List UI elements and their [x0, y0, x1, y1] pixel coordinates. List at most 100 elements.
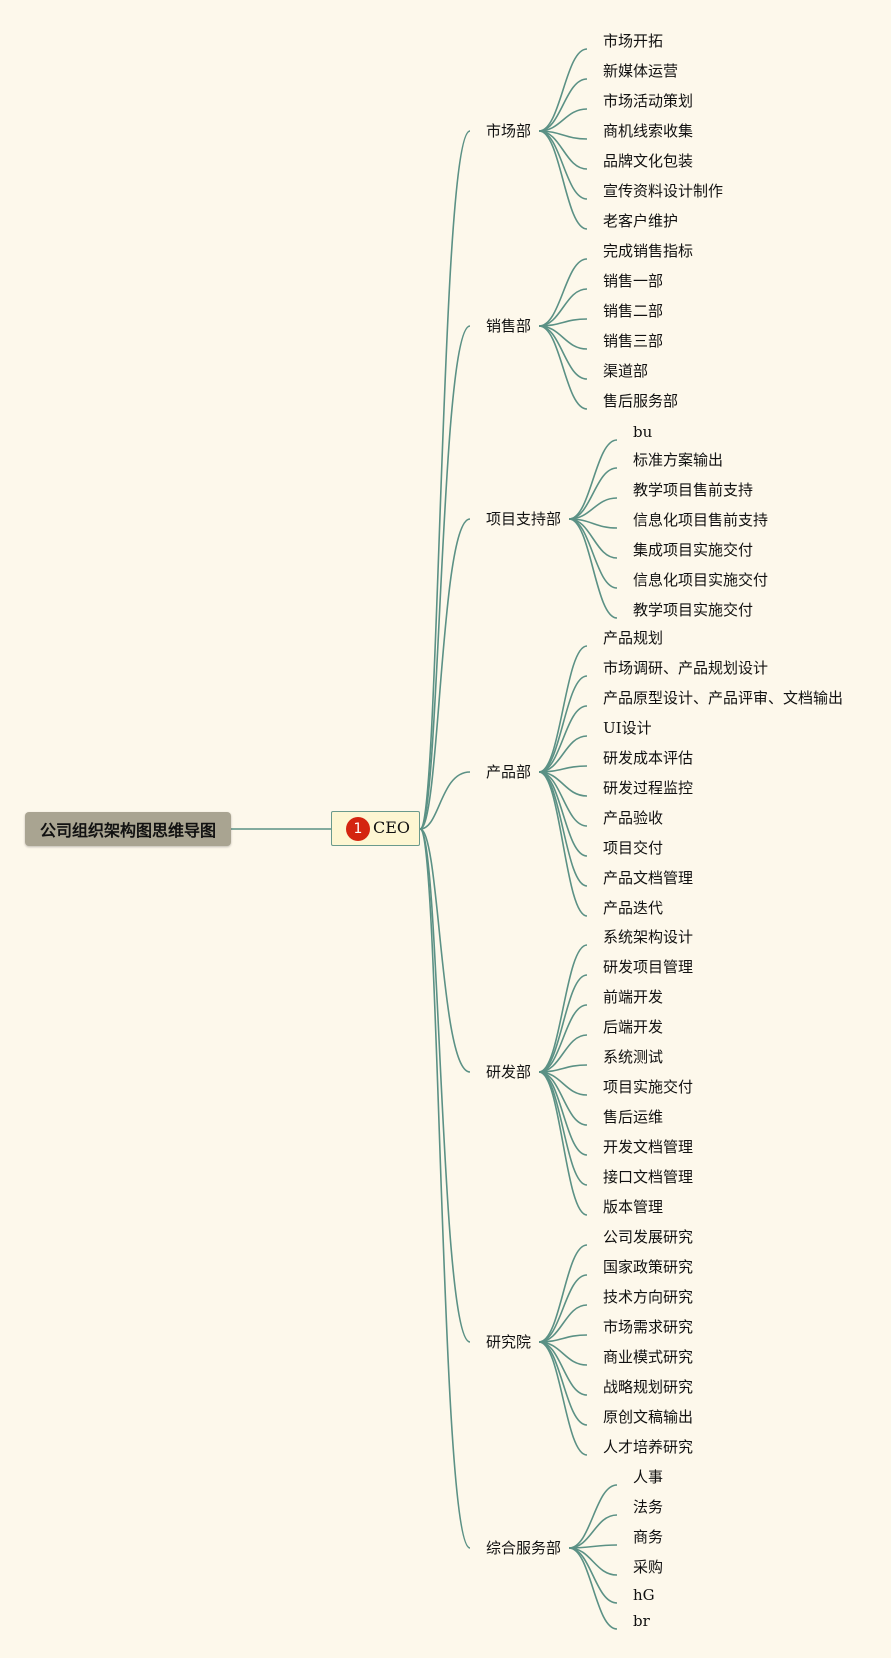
topic-node[interactable]: 战略规划研究 [603, 1378, 694, 1396]
topic-node[interactable]: 技术方向研究 [603, 1288, 694, 1306]
ceo-dept-link [419, 130, 471, 830]
ceo-label: CEO [373, 817, 411, 837]
dept-child-link [538, 130, 588, 230]
topic-node[interactable]: 标准方案输出 [633, 451, 724, 469]
root-topic-label: 公司组织架构图思维导图 [39, 821, 216, 840]
topic-node[interactable]: 接口文档管理 [603, 1168, 694, 1186]
dept-child-link [538, 771, 588, 887]
department-node[interactable]: 销售部 [486, 317, 532, 335]
dept-child-link [568, 518, 618, 619]
topic-node[interactable]: 产品规划 [603, 629, 664, 647]
topic-node[interactable]: 原创文稿输出 [603, 1408, 694, 1426]
dept-child-link [538, 944, 588, 1073]
dept-child-link [538, 675, 588, 773]
topic-node[interactable]: 市场需求研究 [603, 1318, 694, 1336]
topic-node[interactable]: 项目实施交付 [603, 1078, 694, 1096]
topic-node[interactable]: 宣传资料设计制作 [603, 182, 724, 200]
topic-node[interactable]: 教学项目售前支持 [633, 481, 754, 499]
topic-node[interactable]: 市场活动策划 [603, 92, 694, 110]
topic-node[interactable]: 研发过程监控 [603, 779, 694, 797]
topic-node[interactable]: 老客户维护 [603, 212, 679, 230]
topic-node[interactable]: 信息化项目实施交付 [633, 571, 769, 589]
topic-node[interactable]: 完成销售指标 [603, 242, 694, 260]
topic-node[interactable]: 开发文档管理 [603, 1138, 694, 1156]
ceo-dept-link [419, 828, 471, 1343]
department-node[interactable]: 产品部 [486, 763, 532, 781]
dept-child-link [538, 705, 588, 773]
topic-node[interactable]: 人事 [633, 1468, 664, 1486]
dept-child-link [538, 48, 588, 132]
topic-node[interactable]: 品牌文化包装 [603, 152, 694, 170]
dept-child-link [538, 645, 588, 773]
topic-node[interactable]: 产品文档管理 [603, 869, 694, 887]
department-node[interactable]: 项目支持部 [486, 510, 562, 528]
topic-node[interactable]: 研发项目管理 [603, 958, 694, 976]
topic-node[interactable]: bu [633, 423, 653, 441]
topic-node[interactable]: 商业模式研究 [603, 1348, 694, 1366]
dept-child-link [538, 130, 588, 200]
topic-node[interactable]: 后端开发 [603, 1018, 664, 1036]
dept-child-link [568, 497, 618, 520]
topic-node[interactable]: 采购 [633, 1558, 664, 1576]
department-node[interactable]: 市场部 [486, 122, 532, 140]
topic-node[interactable]: 产品迭代 [603, 899, 664, 917]
topic-node[interactable]: 市场调研、产品规划设计 [603, 659, 769, 677]
dept-child-link [538, 1341, 588, 1456]
topic-node[interactable]: 公司发展研究 [603, 1228, 694, 1246]
dept-child-link [538, 974, 588, 1073]
dept-child-link [538, 735, 588, 773]
topic-node[interactable]: 项目交付 [603, 839, 664, 857]
topic-node[interactable]: 售后运维 [603, 1108, 664, 1126]
dept-child-link [538, 325, 588, 410]
dept-child-link [538, 325, 588, 380]
topic-node[interactable]: 版本管理 [603, 1198, 664, 1216]
dept-child-link [538, 1341, 588, 1396]
topic-node[interactable]: 前端开发 [603, 988, 664, 1006]
topic-node[interactable]: 销售二部 [603, 302, 664, 320]
topic-node[interactable]: 渠道部 [603, 362, 649, 380]
topic-node[interactable]: 国家政策研究 [603, 1258, 694, 1276]
dept-child-link [538, 1071, 588, 1126]
topic-node[interactable]: 商机线索收集 [603, 122, 694, 140]
department-node[interactable]: 综合服务部 [486, 1539, 562, 1557]
dept-child-link [538, 258, 588, 327]
ceo-dept-link [419, 828, 471, 1073]
dept-child-link [538, 108, 588, 132]
topic-node[interactable]: 集成项目实施交付 [633, 541, 754, 559]
topic-node[interactable]: 售后服务部 [603, 392, 679, 410]
topic-node[interactable]: hG [633, 1586, 655, 1604]
topic-node[interactable]: 系统架构设计 [603, 928, 694, 946]
root-topic[interactable]: 公司组织架构图思维导图 [25, 812, 231, 846]
topic-node[interactable]: UI设计 [603, 719, 652, 737]
dept-child-link [538, 1244, 588, 1343]
department-node[interactable]: 研究院 [486, 1333, 532, 1351]
topic-node[interactable]: 系统测试 [603, 1048, 664, 1066]
dept-child-link [538, 78, 588, 132]
ceo-dept-link [419, 828, 471, 1549]
ceo-dept-link [419, 518, 471, 830]
topic-node[interactable]: 商务 [633, 1528, 664, 1546]
dept-child-link [568, 467, 618, 520]
dept-child-link [568, 518, 618, 589]
ceo-node[interactable]: 1 CEO [331, 811, 420, 846]
dept-child-link [568, 1484, 618, 1549]
dept-child-link [568, 1547, 618, 1630]
department-node[interactable]: 研发部 [486, 1063, 532, 1081]
topic-node[interactable]: 产品验收 [603, 809, 664, 827]
topic-node[interactable]: 信息化项目售前支持 [633, 511, 769, 529]
topic-node[interactable]: 产品原型设计、产品评审、文档输出 [603, 689, 844, 707]
topic-node[interactable]: 销售三部 [603, 332, 664, 350]
topic-node[interactable]: 销售一部 [603, 272, 664, 290]
ceo-dept-link [419, 771, 471, 830]
topic-node[interactable]: 法务 [633, 1498, 664, 1516]
topic-node[interactable]: br [633, 1612, 650, 1630]
topic-node[interactable]: 教学项目实施交付 [633, 601, 754, 619]
dept-child-link [568, 1514, 618, 1549]
topic-node[interactable]: 人才培养研究 [603, 1438, 694, 1456]
dept-child-link [538, 1071, 588, 1186]
topic-node[interactable]: 新媒体运营 [603, 62, 679, 80]
topic-node[interactable]: 市场开拓 [603, 32, 664, 50]
topic-node[interactable]: 研发成本评估 [603, 749, 694, 767]
ceo-dept-link [419, 325, 471, 830]
